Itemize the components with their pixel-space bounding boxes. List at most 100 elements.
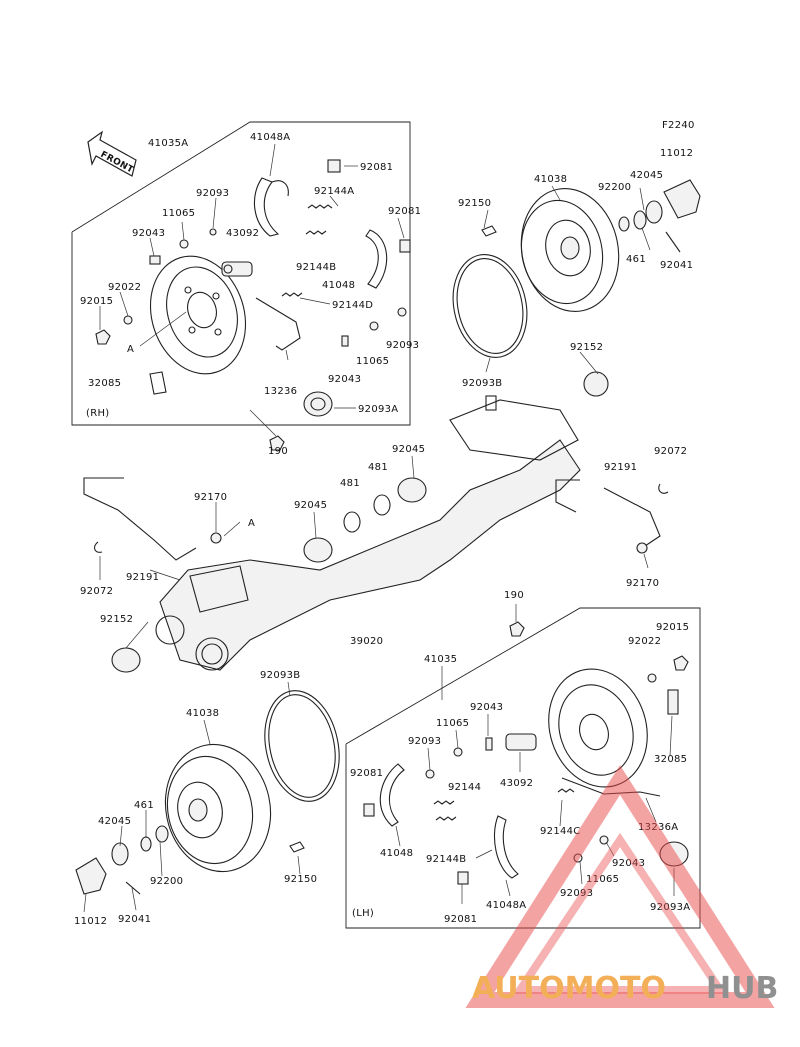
callout: 92144	[448, 782, 481, 793]
callout: 41035A	[148, 138, 188, 149]
callout: 39020	[350, 636, 383, 647]
callout: 92093A	[650, 902, 690, 913]
drum-seal-92093B-bottom	[264, 690, 340, 802]
callout: 92041	[660, 260, 693, 271]
callout: 92081	[360, 162, 393, 173]
callout: 92093	[196, 188, 229, 199]
rh-springs	[281, 204, 333, 297]
callout: 92093	[560, 888, 593, 899]
callout: 92022	[108, 282, 141, 293]
callout: 461	[626, 254, 646, 265]
callout: 92043	[612, 858, 645, 869]
callout: 92072	[654, 446, 687, 457]
callout: 92150	[458, 198, 491, 209]
callout: 11065	[436, 718, 469, 729]
rh-group-frame	[71, 121, 411, 426]
callout: 41038	[186, 708, 219, 719]
vent-hoses	[83, 477, 669, 637]
callout: 11065	[162, 208, 195, 219]
callout: 41038	[534, 174, 567, 185]
bushings-axle	[111, 371, 609, 673]
callout: 92043	[470, 702, 503, 713]
callout: 92170	[626, 578, 659, 589]
callout: 92043	[328, 374, 361, 385]
callout: 92093A	[358, 404, 398, 415]
callout-A: A	[248, 518, 255, 529]
callout: 11065	[586, 874, 619, 885]
callout: 92043	[132, 228, 165, 239]
callout: 461	[134, 800, 154, 811]
drum-41038-bottom	[164, 743, 272, 873]
watermark-text-1: AUTOMOTO	[472, 971, 666, 1006]
callout: 92041	[118, 914, 151, 925]
callout: 43092	[226, 228, 259, 239]
callout: 92081	[350, 768, 383, 779]
callout: 92144D	[332, 300, 373, 311]
rh-wheel-cylinder	[221, 261, 253, 277]
callout: 92191	[604, 462, 637, 473]
callout: 92144A	[314, 186, 354, 197]
callout: 42045	[98, 816, 131, 827]
leader-lines	[83, 143, 675, 913]
callout: 41048A	[486, 900, 526, 911]
callout: 92150	[284, 874, 317, 885]
watermark-text-2: HUB	[706, 971, 778, 1006]
lh-brake-shoes	[379, 763, 519, 879]
figure-code: F2240	[662, 120, 695, 131]
rh-small-hardware	[95, 159, 411, 451]
callout: 92093	[386, 340, 419, 351]
callout: 32085	[654, 754, 687, 765]
callout: 92045	[392, 444, 425, 455]
rh-group-label: (RH)	[86, 408, 109, 419]
callout: 92152	[570, 342, 603, 353]
drum-seal-92093B-top	[452, 254, 528, 358]
lh-backing-plate	[548, 668, 648, 788]
callout: 92022	[628, 636, 661, 647]
callout: 92081	[444, 914, 477, 925]
callout-A: A	[127, 344, 134, 355]
callout: 41048	[322, 280, 355, 291]
callout: 92093B	[462, 378, 502, 389]
callout: 11012	[74, 916, 107, 927]
rh-backing-plate	[149, 255, 247, 375]
front-arrow-icon: FRONT	[87, 130, 137, 177]
callout: 190	[504, 590, 524, 601]
callout: 481	[368, 462, 388, 473]
callout: 92152	[100, 614, 133, 625]
callout: 11012	[660, 148, 693, 159]
callout: 92200	[150, 876, 183, 887]
callout: 92093B	[260, 670, 300, 681]
callout: 41048A	[250, 132, 290, 143]
rh-brake-shoe-rear	[365, 229, 388, 289]
callout: 92045	[294, 500, 327, 511]
rh-brake-shoe-front	[253, 177, 289, 237]
callout: 92081	[388, 206, 421, 217]
rh-clip-32085	[149, 371, 167, 395]
callout: 92072	[80, 586, 113, 597]
callout: 92144B	[426, 854, 466, 865]
callout: 92170	[194, 492, 227, 503]
callout: 41035	[424, 654, 457, 665]
callout-labels: 41035A 41048A 92081 92093 11065 92144A 9…	[74, 132, 693, 927]
callout: 481	[340, 478, 360, 489]
drum-41038-top	[520, 187, 620, 313]
callout: 92144B	[296, 262, 336, 273]
callout: 32085	[88, 378, 121, 389]
rh-adjuster-lever	[255, 297, 301, 351]
lh-group-frame	[345, 607, 701, 929]
callout: 92200	[598, 182, 631, 193]
callout: 11065	[356, 356, 389, 367]
watermark-logo: AUTOMOTO HUB	[465, 765, 778, 1008]
lh-group-label: (LH)	[352, 908, 374, 919]
callout: 92015	[80, 296, 113, 307]
rh-seal-92093A	[303, 391, 333, 417]
hub-parts-top	[481, 179, 701, 253]
hub-parts-bottom	[75, 825, 305, 895]
callout: 43092	[500, 778, 533, 789]
callout: 92093	[408, 736, 441, 747]
lh-wheel-cylinder	[505, 733, 537, 751]
callout: 190	[268, 446, 288, 457]
callout: 42045	[630, 170, 663, 181]
